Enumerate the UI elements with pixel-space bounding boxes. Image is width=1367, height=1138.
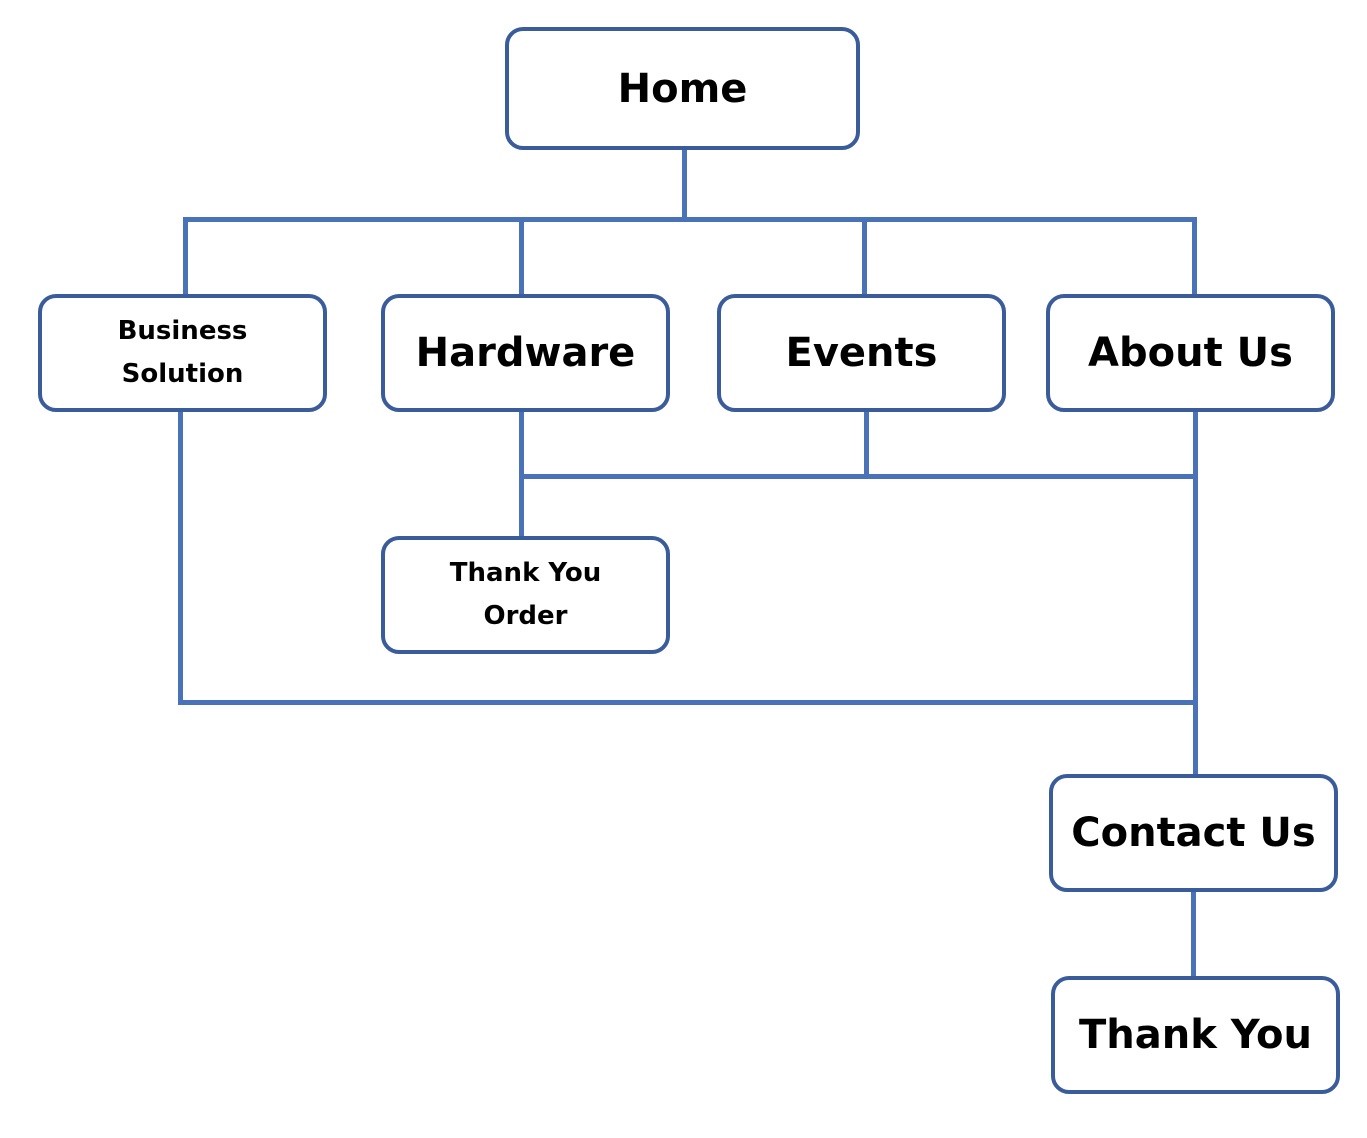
- node-hardware[interactable]: Hardware: [381, 294, 670, 412]
- connector-home-down: [682, 148, 687, 222]
- node-thank-you[interactable]: Thank You: [1051, 976, 1340, 1094]
- node-thank-you-order[interactable]: Thank You Order: [381, 536, 670, 654]
- node-business-solution-label: Business Solution: [117, 316, 248, 389]
- connector-to-events: [862, 217, 867, 295]
- connector-to-hardware: [519, 217, 524, 295]
- node-contact-us-label: Contact Us: [1071, 810, 1316, 856]
- connector-business-solution-down: [178, 410, 183, 705]
- connector-events-down: [864, 410, 869, 478]
- connector-bottom-bus: [178, 700, 1198, 705]
- connector-level2-bus: [519, 474, 1197, 479]
- node-contact-us[interactable]: Contact Us: [1049, 774, 1338, 892]
- connector-about-us-down: [1193, 410, 1198, 775]
- node-about-us[interactable]: About Us: [1046, 294, 1335, 412]
- node-about-us-label: About Us: [1088, 330, 1293, 376]
- node-home[interactable]: Home: [505, 27, 860, 150]
- connector-contact-us-to-thank-you: [1191, 890, 1196, 977]
- node-home-label: Home: [617, 65, 748, 112]
- node-thank-you-order-label: Thank You Order: [449, 558, 602, 631]
- connector-to-business-solution: [183, 217, 188, 295]
- connector-level1-bus: [183, 217, 1197, 222]
- node-thank-you-label: Thank You: [1078, 1012, 1312, 1058]
- node-hardware-label: Hardware: [415, 330, 636, 376]
- node-business-solution[interactable]: Business Solution: [38, 294, 327, 412]
- node-events-label: Events: [785, 330, 938, 376]
- connector-hardware-down: [519, 410, 524, 537]
- node-events[interactable]: Events: [717, 294, 1006, 412]
- connector-to-about-us: [1192, 217, 1197, 295]
